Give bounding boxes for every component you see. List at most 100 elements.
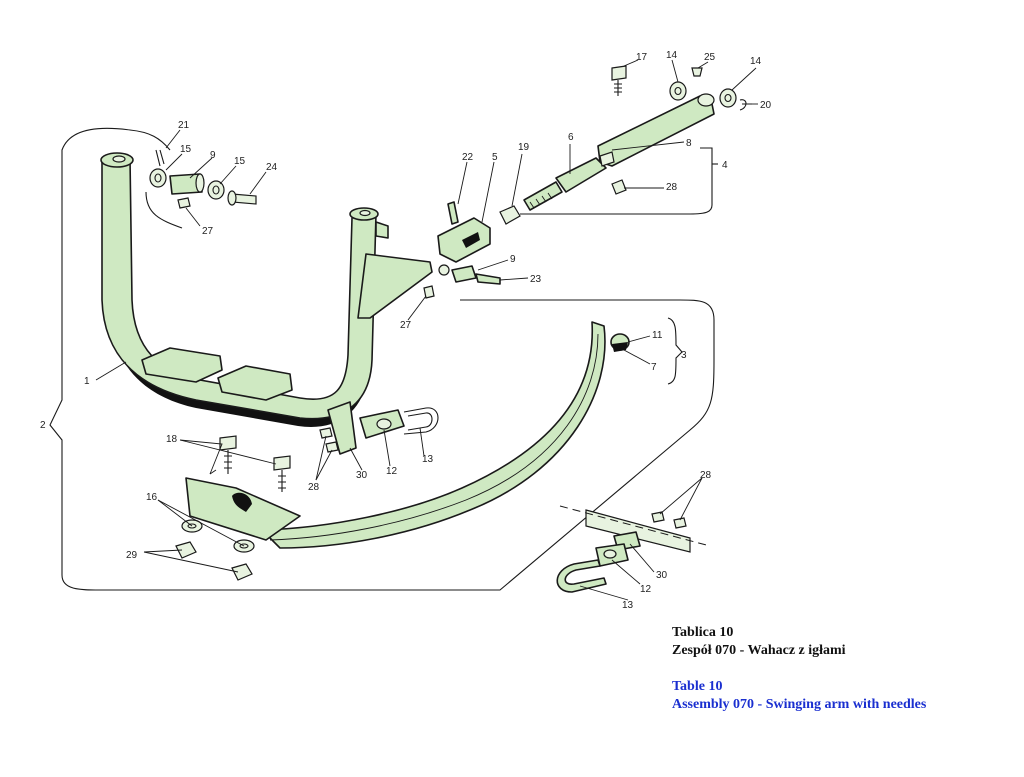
- callout-27-top: 27: [202, 226, 214, 237]
- callout-18: 18: [166, 434, 178, 445]
- caption-polish: Tablica 10 Zespół 070 - Wahacz z igłami: [672, 624, 846, 660]
- bolt-17-shank: [614, 80, 622, 96]
- nut-28-arm: [611, 179, 627, 195]
- washer-14-left: [669, 81, 687, 101]
- washer-15-right-hole: [212, 185, 220, 195]
- frame-top-bore-left: [112, 155, 126, 163]
- needle-tip-7: [612, 342, 628, 352]
- callout-16: 16: [146, 492, 158, 503]
- frame-gusset-plate: [357, 253, 433, 319]
- callout-7: 7: [651, 362, 657, 373]
- nut-19: [499, 205, 521, 225]
- arm-6: [555, 157, 607, 193]
- bolt-18-right-shank: [278, 470, 286, 492]
- callout-28-frame: 28: [308, 482, 320, 493]
- callout-19: 19: [518, 142, 530, 153]
- bracket-4: [520, 147, 713, 215]
- callout-27-mid: 27: [400, 320, 412, 331]
- long-arm-8: [597, 95, 715, 167]
- callout-9-mid: 9: [510, 254, 516, 265]
- nut-28-frame-a: [319, 427, 333, 439]
- callout-8: 8: [686, 138, 692, 149]
- plate-slot-shadow: [232, 492, 252, 512]
- nut-29-right: [231, 563, 253, 581]
- callout-23: 23: [530, 274, 542, 285]
- washer-16-right-hole: [239, 543, 249, 549]
- u-bolt-13-detail: [556, 559, 607, 593]
- frame-top-bore-right: [359, 209, 371, 217]
- callout-11: 11: [652, 330, 663, 341]
- frame-side-boss: [375, 221, 389, 239]
- callout-2: 2: [40, 420, 46, 431]
- cotter-pin-21: [155, 149, 165, 167]
- arc-bar-inner-line: [269, 333, 599, 541]
- callout-13-detail: 13: [622, 600, 634, 611]
- callout-22: 22: [462, 152, 474, 163]
- arm-6-threads: [529, 192, 553, 209]
- callout-14-right: 14: [750, 56, 762, 67]
- pin-23: [475, 273, 501, 285]
- bracket-12-hole: [376, 418, 392, 430]
- callout-21: 21: [178, 120, 190, 131]
- bolt-18-left-shank: [224, 450, 232, 474]
- bushing-9-end: [195, 173, 205, 193]
- callout-28-rail: 28: [700, 470, 712, 481]
- frame-pad-right: [217, 365, 293, 401]
- callout-25: 25: [704, 52, 716, 63]
- callout-29: 29: [126, 550, 138, 561]
- arc-needle-bar: [261, 321, 606, 549]
- callout-1: 1: [84, 376, 90, 387]
- grease-nipple-27-mid: [423, 285, 435, 299]
- washer-14-left-hole: [674, 86, 682, 96]
- cotter-pin-20: [739, 99, 752, 111]
- pin-22: [447, 201, 459, 225]
- bolt-18-left: [219, 435, 237, 451]
- nut-28-rail-a: [651, 511, 665, 523]
- pin-stack-bracket: [145, 191, 183, 229]
- caption-english-table: Table 10: [672, 679, 723, 694]
- callout-15-left: 15: [180, 144, 192, 155]
- callout-13-frame: 13: [422, 454, 434, 465]
- rail-plate: [585, 509, 691, 553]
- pin-25: [691, 67, 703, 77]
- grease-nipple-27-top: [177, 197, 191, 209]
- bushing-9: [169, 173, 203, 195]
- callout-4: 4: [722, 160, 728, 171]
- bracket-12-detail-hole: [603, 549, 617, 559]
- callout-14-left: 14: [666, 50, 678, 61]
- arm-8-eye: [697, 93, 715, 107]
- callout-6: 6: [568, 132, 574, 143]
- pin-9-right: [451, 265, 477, 283]
- bolt-18-right: [273, 455, 291, 471]
- callout-24: 24: [266, 162, 278, 173]
- callout-12-detail: 12: [640, 584, 652, 595]
- bracket-3: [667, 317, 683, 385]
- callout-20: 20: [760, 100, 772, 111]
- washer-15-right: [207, 180, 225, 200]
- u-bolt-13: [403, 407, 439, 435]
- washer-14-right: [719, 88, 737, 108]
- callout-17: 17: [636, 52, 648, 63]
- caption-polish-table: Tablica 10: [672, 625, 734, 640]
- bolt-17: [611, 65, 627, 81]
- callout-28-arm: 28: [666, 182, 678, 193]
- nut-28-frame-b: [325, 441, 339, 453]
- block-5-slot: [462, 232, 480, 248]
- nut-29-left: [175, 541, 197, 559]
- washer-14-right-hole: [724, 93, 732, 103]
- washer-15-left: [149, 168, 167, 188]
- washer-16-left-hole: [187, 523, 197, 529]
- pin-24-head: [227, 190, 237, 206]
- arm-6-threaded: [523, 181, 563, 211]
- frame-lower-bracket: [327, 401, 357, 455]
- pin-23-head: [438, 264, 450, 276]
- callout-15-right: 15: [234, 156, 246, 167]
- frame-pad-left: [141, 347, 223, 383]
- callout-30-detail: 30: [656, 570, 668, 581]
- callout-9-top: 9: [210, 150, 216, 161]
- caption-polish-assembly: Zespół 070 - Wahacz z igłami: [672, 643, 846, 658]
- assembly-outline-top: [129, 129, 171, 151]
- callout-5: 5: [492, 152, 498, 163]
- u-bolt-13-inner: [407, 412, 433, 431]
- washer-15-left-hole: [154, 173, 162, 183]
